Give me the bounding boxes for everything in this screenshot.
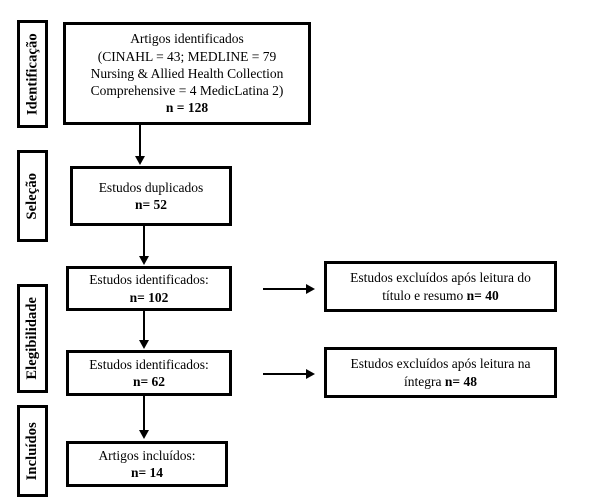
- stage-label-incluidos: Incluídos: [17, 405, 48, 497]
- connector-duplicates-to-screened-arrowhead: [139, 256, 149, 265]
- stage-label-elegibilidade: Elegibilidade: [17, 284, 48, 393]
- stage-label-elegibilidade-text: Elegibilidade: [24, 297, 41, 380]
- box-excluded-title-abstract-line2: título e resumo: [382, 287, 464, 303]
- stage-label-identificacao-text: Identificação: [24, 33, 41, 115]
- box-excluded-full-text-count: n= 48: [444, 373, 477, 389]
- connector-screened-to-eligible-line: [143, 311, 145, 342]
- connector-duplicates-to-screened-line: [143, 226, 145, 258]
- connector-eligible-to-included-arrowhead: [139, 430, 149, 439]
- box-records-identified-line1: Artigos identificados: [130, 31, 244, 47]
- connector-identified-to-duplicates-arrowhead: [135, 156, 145, 165]
- box-duplicate-studies-text: Estudos duplicados n= 52: [99, 179, 204, 214]
- box-records-identified-line4: Comprehensive = 4 MedicLatina 2): [90, 83, 284, 99]
- box-excluded-full-text-line1: Estudos excluídos após leitura na: [350, 356, 531, 372]
- box-excluded-full-text-line2: íntegra: [404, 373, 442, 389]
- box-records-identified-line3: Nursing & Allied Health Collection: [90, 65, 284, 81]
- connector-screened-to-excluded-line: [263, 288, 308, 290]
- box-studies-eligible: Estudos identificados: n= 62: [66, 350, 232, 396]
- stage-label-incluidos-text: Incluídos: [24, 421, 41, 481]
- box-duplicate-studies-count: n= 52: [134, 197, 168, 212]
- connector-eligible-to-included-line: [143, 396, 145, 432]
- stage-label-selecao-text: Seleção: [24, 172, 41, 220]
- box-records-identified-text: Artigos identificados(CINAHL = 43; MEDLI…: [91, 30, 284, 116]
- box-studies-eligible-label: Estudos identificados:: [89, 356, 209, 372]
- connector-eligible-to-excluded-arrowhead: [306, 369, 315, 379]
- box-studies-screened-text: Estudos identificados:n= 102: [89, 271, 209, 306]
- box-duplicate-studies-label: Estudos duplicados: [98, 179, 204, 195]
- stage-label-selecao: Seleção: [17, 150, 48, 242]
- box-excluded-title-abstract-line1: Estudos excluídos após leitura do: [350, 270, 531, 286]
- box-studies-screened: Estudos identificados:n= 102: [66, 266, 232, 311]
- box-articles-included-label: Artigos incluídos:: [98, 447, 196, 463]
- box-studies-eligible-count: n= 62: [132, 374, 166, 389]
- box-excluded-title-abstract-count: n= 40: [466, 287, 499, 303]
- box-records-identified-line2: (CINAHL = 43; MEDLINE = 79: [97, 48, 277, 64]
- box-studies-eligible-text: Estudos identificados: n= 62: [89, 356, 209, 391]
- connector-screened-to-excluded-arrowhead: [306, 284, 315, 294]
- box-duplicate-studies: Estudos duplicados n= 52: [70, 166, 232, 226]
- box-records-identified: Artigos identificados(CINAHL = 43; MEDLI…: [63, 22, 311, 125]
- box-studies-screened-count: n= 102: [129, 289, 169, 305]
- box-records-identified-count: n = 128: [165, 100, 209, 116]
- connector-screened-to-eligible-arrowhead: [139, 340, 149, 349]
- box-articles-included: Artigos incluídos: n= 14: [66, 441, 228, 487]
- box-articles-included-text: Artigos incluídos: n= 14: [98, 447, 195, 482]
- box-studies-screened-label: Estudos identificados:: [89, 272, 209, 288]
- box-articles-included-count: n= 14: [130, 465, 164, 480]
- stage-label-identificacao: Identificação: [17, 20, 48, 128]
- connector-eligible-to-excluded-line: [263, 373, 308, 375]
- connector-identified-to-duplicates-line: [139, 125, 141, 158]
